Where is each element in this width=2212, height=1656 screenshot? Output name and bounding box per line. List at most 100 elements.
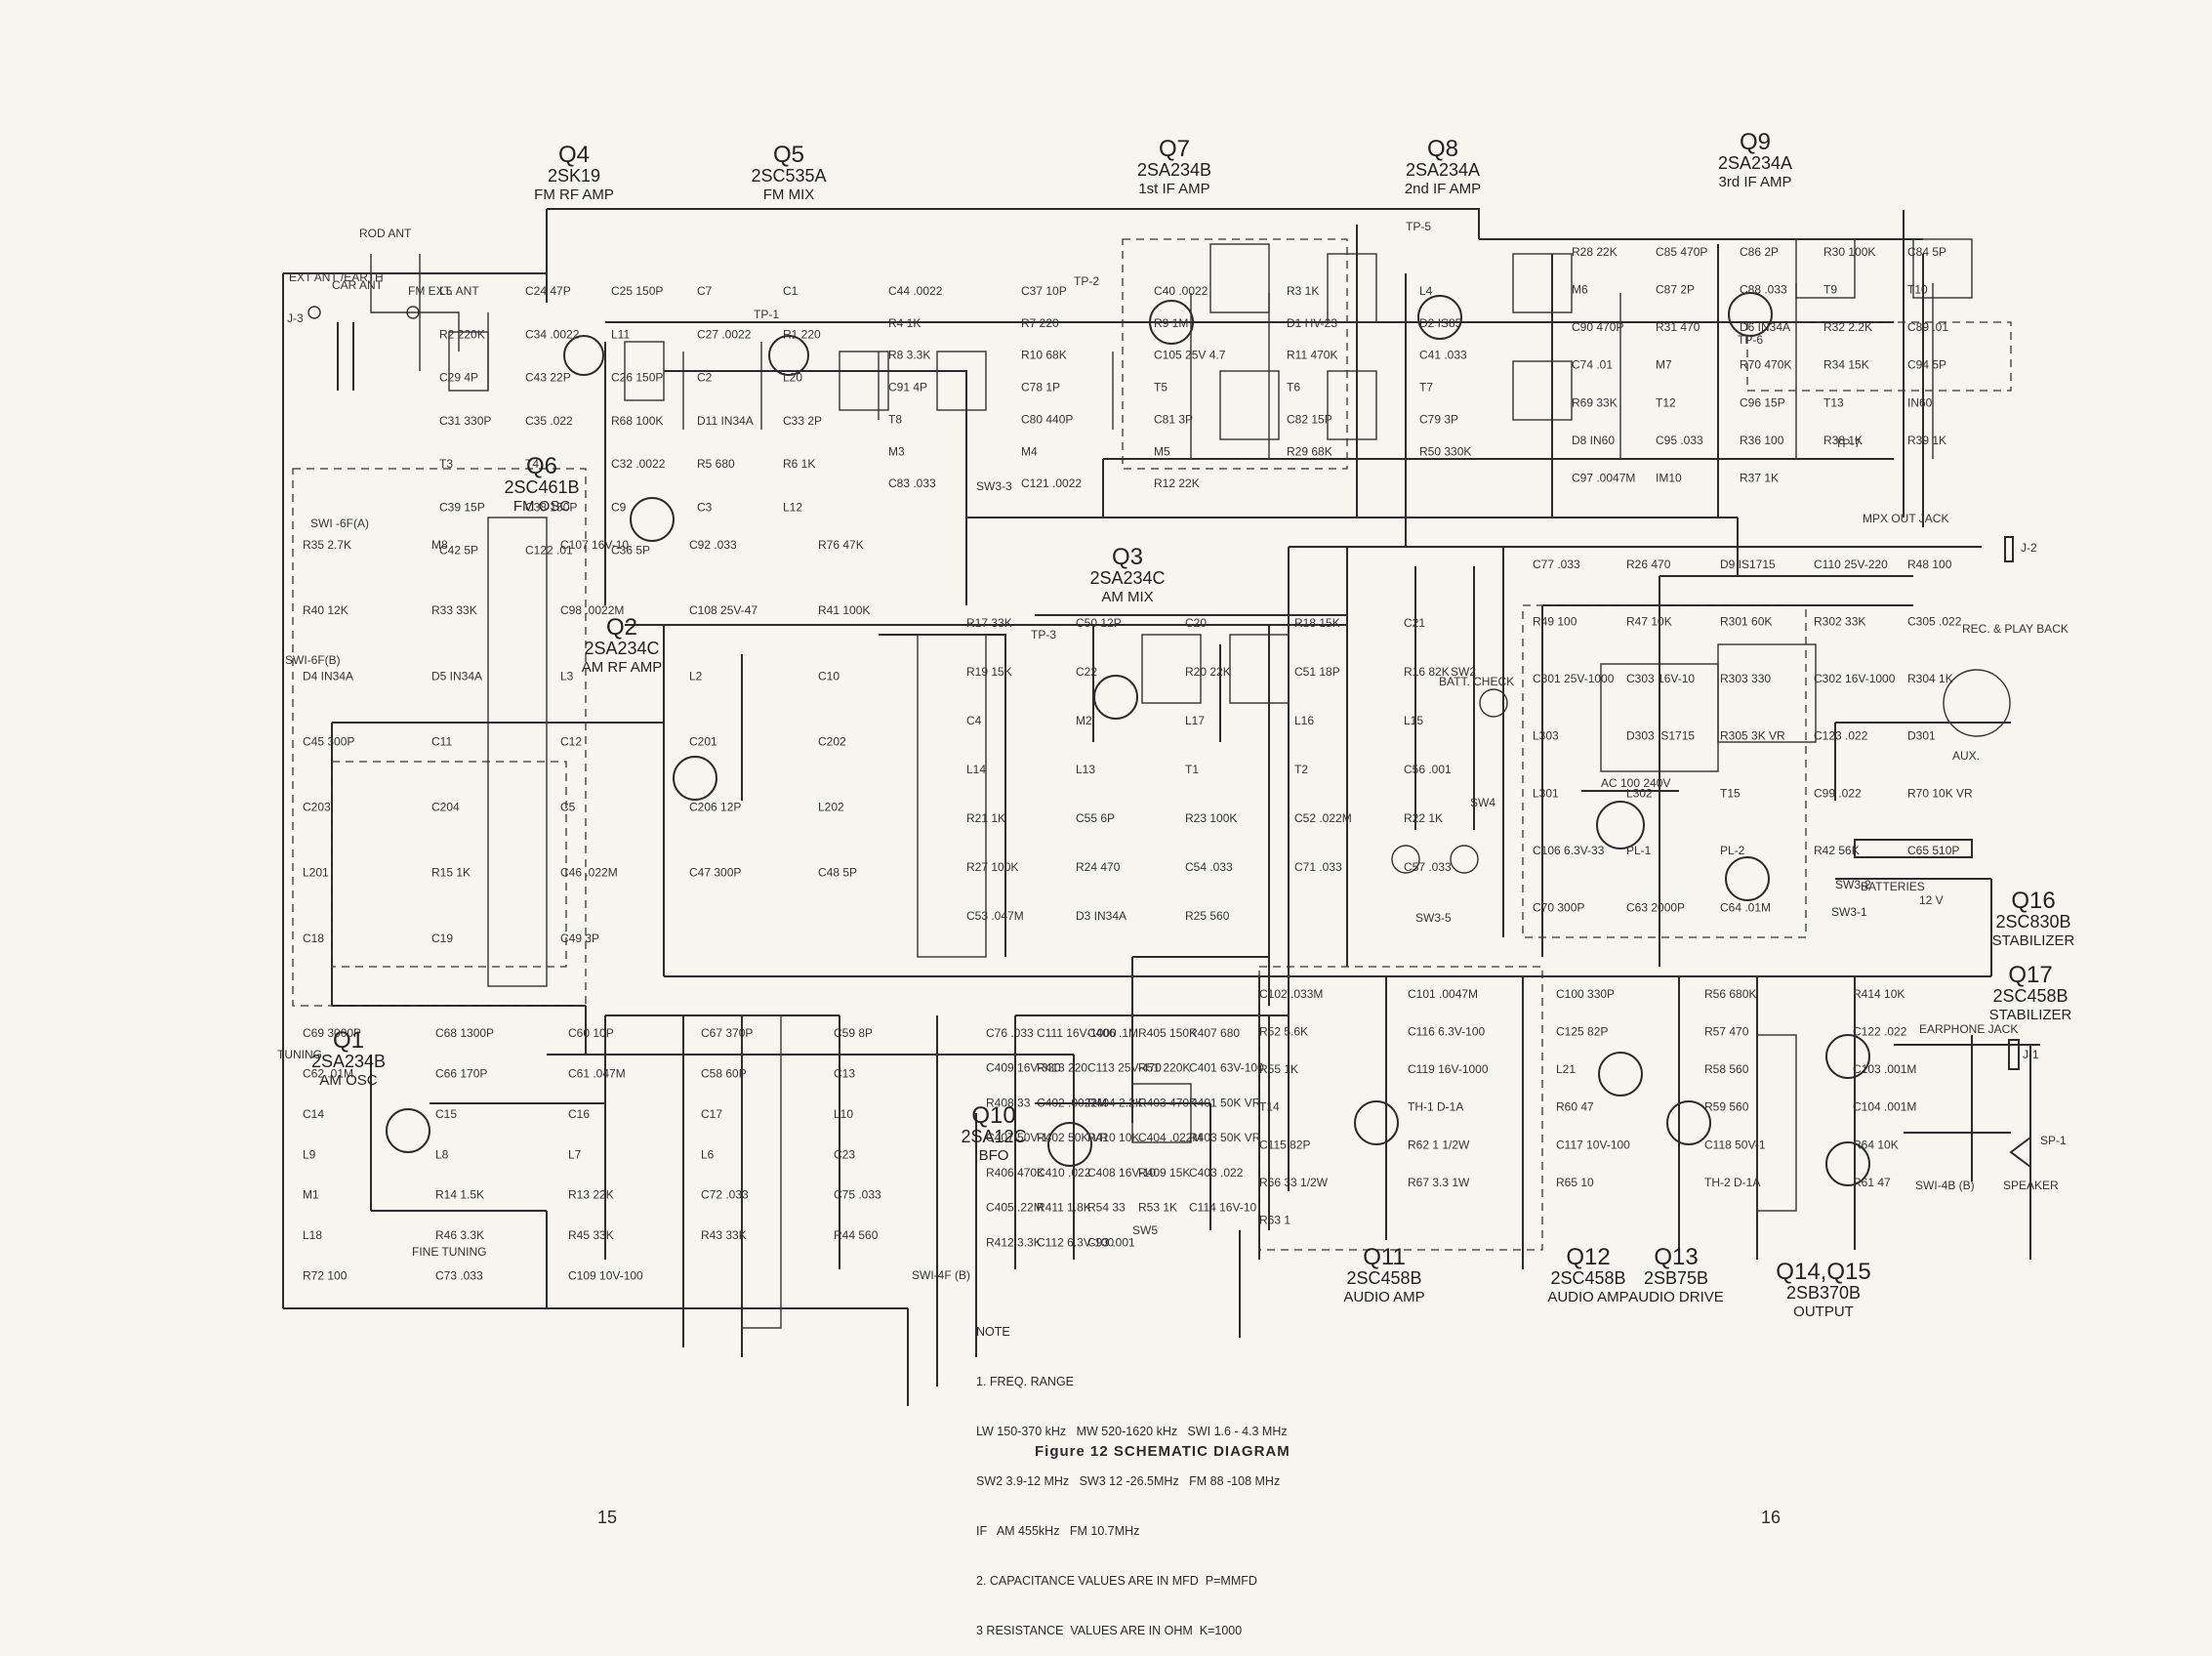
component-value-label: C76 .033 bbox=[986, 1026, 1034, 1040]
component-value-label: C51 18P bbox=[1294, 665, 1340, 679]
component-value-label: C86 2P bbox=[1740, 245, 1779, 259]
component-value-label: C95 .033 bbox=[1656, 434, 1703, 447]
transistor-q9 bbox=[1728, 292, 1773, 337]
fine-tuning-label: FINE TUNING bbox=[412, 1245, 486, 1259]
tuning-label: TUNING bbox=[277, 1048, 322, 1061]
component-value-label: C410 .022 bbox=[1037, 1166, 1091, 1180]
transistor-q1 bbox=[386, 1108, 430, 1153]
component-value-label: C22 bbox=[1076, 665, 1097, 679]
transistor-q13 bbox=[1666, 1100, 1711, 1145]
component-value-label: PL-2 bbox=[1720, 844, 1745, 857]
component-value-label: R50 330K bbox=[1419, 444, 1471, 458]
component-value-label: R34 15K bbox=[1823, 358, 1869, 372]
transistor-q10 bbox=[1047, 1122, 1092, 1167]
transistor-q8 bbox=[1417, 295, 1462, 340]
component-value-label: C122 .022 bbox=[1853, 1025, 1907, 1039]
pilot-lamp-1 bbox=[1391, 845, 1420, 874]
component-value-label: C206 12P bbox=[689, 801, 741, 814]
component-value-label: M4 bbox=[1021, 444, 1038, 458]
component-value-label: C99 .022 bbox=[1814, 786, 1862, 800]
component-value-label: C10 bbox=[818, 669, 840, 683]
component-value-label: C74 .01 bbox=[1572, 358, 1613, 372]
note-line: LW 150-370 kHz MW 520-1620 kHz SWI 1.6 -… bbox=[976, 1425, 1288, 1438]
component-value-label: R62 1 1/2W bbox=[1408, 1138, 1470, 1151]
component-value-label: C113 25V-470 bbox=[1087, 1061, 1162, 1075]
component-value-label: C58 60P bbox=[701, 1066, 747, 1080]
component-value-label: C112 6.3V-100 bbox=[1037, 1235, 1114, 1249]
earphone-label: EARPHONE JACK bbox=[1919, 1022, 2018, 1036]
component-value-label: R405 150K bbox=[1138, 1026, 1197, 1040]
component-value-label: C60 10P bbox=[568, 1026, 614, 1040]
page-number-right: 16 bbox=[1761, 1508, 1782, 1527]
transformer-t3 bbox=[839, 351, 889, 411]
component-value-label: C85 470P bbox=[1656, 245, 1707, 259]
transistor-part-label: 2SC461B bbox=[504, 477, 579, 497]
component-value-label: C94 5P bbox=[1907, 358, 1946, 372]
component-value-label: R403 50K VR bbox=[1189, 1131, 1261, 1144]
component-value-label: C47 300P bbox=[689, 866, 741, 880]
transistor-ref-label: Q1 bbox=[333, 1027, 364, 1054]
component-value-label: R53 1K bbox=[1138, 1201, 1177, 1215]
component-value-label: R58 560 bbox=[1704, 1062, 1749, 1076]
transistor-ref-label: Q13 bbox=[1654, 1244, 1698, 1270]
transistor-ref-label: Q7 bbox=[1159, 136, 1190, 162]
component-value-label: C43 22P bbox=[525, 371, 571, 385]
component-value-label: R52 5.6K bbox=[1259, 1025, 1308, 1039]
component-value-label: C31 330P bbox=[439, 414, 491, 428]
component-value-label: TH-2 D-1A bbox=[1704, 1176, 1760, 1189]
note-line: 3 RESISTANCE VALUES ARE IN OHM K=1000 bbox=[976, 1624, 1243, 1637]
component-value-label: C12 bbox=[560, 734, 582, 748]
component-value-label: C24 47P bbox=[525, 284, 571, 298]
component-value-label: R8 3.3K bbox=[888, 349, 930, 362]
component-value-label: D303 IS1715 bbox=[1626, 729, 1695, 743]
component-value-label: C407 50V-1 bbox=[986, 1131, 1048, 1144]
component-value-label: L18 bbox=[303, 1228, 322, 1242]
tp5-label: TP-5 bbox=[1406, 220, 1431, 233]
component-value-label: C301 25V-1000 bbox=[1533, 672, 1615, 685]
component-value-label: R7 220 bbox=[1021, 316, 1059, 330]
component-value-label: C34 .0022 bbox=[525, 327, 580, 341]
transistor-ref-label: Q6 bbox=[526, 453, 557, 479]
component-value-label: M6 bbox=[1572, 283, 1588, 297]
component-value-label: C53 .047M bbox=[966, 909, 1024, 923]
transformer-t1 bbox=[1141, 634, 1202, 704]
transistor-func-label: AUDIO DRIVE bbox=[1628, 1289, 1724, 1305]
component-value-label: T3 bbox=[439, 457, 453, 471]
coil-stack-l6-l10 bbox=[741, 1014, 782, 1329]
component-value-label: C67 370P bbox=[701, 1026, 753, 1040]
transistor-ref-label: Q3 bbox=[1112, 544, 1143, 570]
component-value-label: C45 300P bbox=[303, 734, 354, 748]
component-value-label: R24 470 bbox=[1076, 860, 1121, 874]
component-value-label: D6 IN34A bbox=[1740, 320, 1790, 334]
component-value-label: R66 33 1/2W bbox=[1259, 1176, 1329, 1189]
component-value-label: R407 680 bbox=[1189, 1026, 1240, 1040]
fm-ext-ant-label: FM EXT. ANT bbox=[408, 284, 479, 298]
transistor-func-label: FM OSC bbox=[513, 498, 570, 515]
component-value-label: C92 .033 bbox=[689, 538, 737, 552]
component-value-label: C81 3P bbox=[1154, 412, 1193, 426]
component-value-label: R301 60K bbox=[1720, 615, 1772, 629]
component-value-label: C26 150P bbox=[611, 371, 663, 385]
component-value-label: R5 680 bbox=[697, 457, 735, 471]
component-value-label: R40 12K bbox=[303, 603, 348, 617]
aux-label: AUX. bbox=[1952, 749, 1980, 763]
pilot-lamp-2 bbox=[1450, 845, 1479, 874]
component-value-label: L4 bbox=[1419, 284, 1433, 298]
coil-stack-l13-l17 bbox=[917, 634, 987, 958]
component-value-label: C73 .033 bbox=[435, 1269, 483, 1283]
component-value-label: C91 4P bbox=[888, 381, 927, 394]
component-value-label: R19 15K bbox=[966, 665, 1012, 679]
component-value-label: C110 25V-220 bbox=[1814, 558, 1888, 571]
component-value-label: R403 470K bbox=[1138, 1096, 1197, 1109]
component-value-label: L16 bbox=[1294, 714, 1314, 727]
component-value-label: R408 33 bbox=[986, 1096, 1031, 1109]
transformer-t8 bbox=[1327, 370, 1377, 440]
tp3-label: TP-3 bbox=[1031, 628, 1056, 642]
component-value-label: C48 5P bbox=[818, 866, 857, 880]
component-value-label: C305 .022 bbox=[1907, 615, 1962, 629]
sw5-label: SW5 bbox=[1132, 1223, 1158, 1237]
io-labels: ROD ANT EXT ANT /EARTH CAR ANT FM EXT. A… bbox=[277, 220, 2069, 1282]
transformer-t13 bbox=[1912, 238, 1973, 299]
component-value-label: R27 100K bbox=[966, 860, 1018, 874]
component-value-label: D3 IN34A bbox=[1076, 909, 1126, 923]
